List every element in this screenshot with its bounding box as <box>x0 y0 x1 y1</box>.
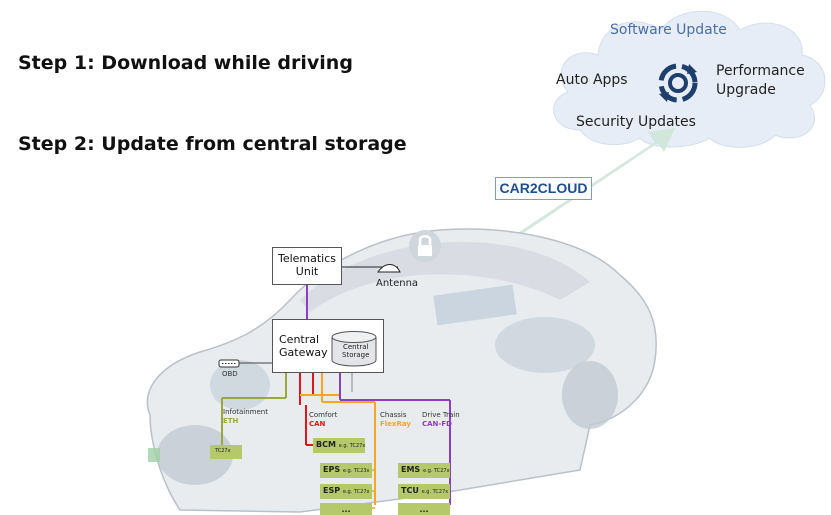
sync-cycle-icon <box>658 63 698 103</box>
antenna-icon <box>340 264 401 273</box>
ecu-tcu-name: TCU <box>401 486 419 495</box>
car2cloud-badge: CAR2CLOUD <box>495 177 592 200</box>
chassis-label: Chassis <box>380 411 407 419</box>
ecu-bcm-note: e.g. TC27x <box>338 443 366 449</box>
ecu-eps-name: EPS <box>323 465 341 474</box>
car2cloud-label: CAR2CLOUD <box>499 180 588 196</box>
storage-line2: Storage <box>342 351 370 359</box>
central-storage-icon <box>331 331 377 367</box>
can-bus-label: CAN <box>309 420 326 428</box>
eth-bus-label: ETH <box>223 417 239 425</box>
antenna-label: Antenna <box>376 278 419 289</box>
central-storage-label: Central Storage <box>342 343 369 359</box>
cloud-auto-apps: Auto Apps <box>556 72 628 88</box>
step-2-heading: Step 2: Update from central storage <box>18 133 407 155</box>
cloud-security-updates: Security Updates <box>576 114 696 130</box>
gateway-line1: Central <box>279 333 320 346</box>
telematics-unit-box: Telematics Unit <box>272 247 342 285</box>
step-1-heading: Step 1: Download while driving <box>18 52 353 74</box>
ecu-bcm-name: BCM <box>316 440 336 449</box>
ecu-more-chassis-name: ... <box>341 505 351 514</box>
cloud-software-update: Software Update <box>610 22 727 38</box>
lock-icon <box>409 230 441 262</box>
ecu-ems-note: e.g. TC27x <box>422 468 450 474</box>
ecu-esp: ESP e.g. TC27x <box>320 484 372 499</box>
ecu-eps-note: e.g. TC23x <box>342 468 370 474</box>
infotainment-label: Infotainment <box>223 408 268 416</box>
ecu-ems: EMS e.g. TC27x <box>398 463 450 478</box>
ecu-eps: EPS e.g. TC23x <box>320 463 372 478</box>
obd-label: OBD <box>222 370 238 378</box>
ecu-tcu: TCU e.g. TC27x <box>398 484 450 499</box>
infotainment-tc-label: TC27x <box>215 448 231 454</box>
ecu-more-drivetrain-name: ... <box>419 505 429 514</box>
cloud-performance: Performance <box>716 63 805 79</box>
storage-line1: Central <box>342 343 369 351</box>
cloud-upgrade: Upgrade <box>716 82 776 98</box>
ecu-more-chassis: ... <box>320 503 372 515</box>
ecu-esp-name: ESP <box>323 486 341 495</box>
gateway-line2: Gateway <box>279 346 328 359</box>
ecu-ems-name: EMS <box>401 465 421 474</box>
telematics-line1: Telematics <box>277 252 337 265</box>
cloud-shape <box>553 10 826 148</box>
comfort-label: Comfort <box>309 411 338 419</box>
ecu-bcm: BCM e.g. TC27x <box>313 438 365 453</box>
telematics-line2: Unit <box>295 265 319 278</box>
flexray-bus-label: FlexRay <box>380 420 411 428</box>
ecu-more-drivetrain: ... <box>398 503 450 515</box>
ecu-esp-note: e.g. TC27x <box>342 489 370 495</box>
drivetrain-label: Drive Train <box>422 411 460 419</box>
canfd-bus-label: CAN-FD <box>422 420 452 428</box>
obd-icon <box>218 359 240 368</box>
ecu-tcu-note: e.g. TC27x <box>421 489 449 495</box>
